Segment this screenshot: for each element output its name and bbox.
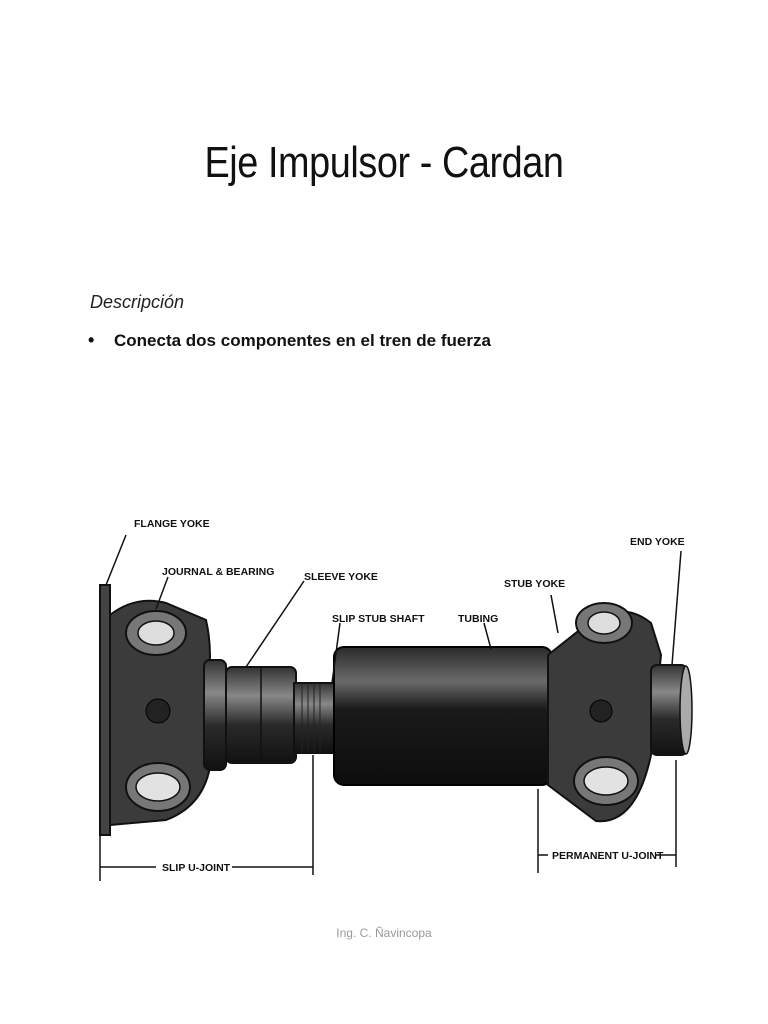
bullet-dot-icon: •: [88, 330, 95, 350]
bullet-item: • Conecta dos componentes en el tren de …: [88, 330, 491, 351]
drive-shaft-diagram: FLANGE YOKE JOURNAL & BEARING SLEEVE YOK…: [99, 518, 693, 881]
permanent-u-joint-body: [547, 602, 663, 823]
label-tubing: TUBING: [458, 613, 498, 625]
label-slip-stub-shaft: SLIP STUB SHAFT: [332, 613, 425, 625]
bullet-text: Conecta dos componentes en el tren de fu…: [114, 330, 491, 350]
slip-u-joint-body: [109, 599, 227, 827]
label-sleeve-yoke: SLEEVE YOKE: [304, 571, 378, 583]
flange-plate: [99, 584, 111, 836]
label-end-yoke: END YOKE: [630, 536, 685, 548]
label-slip-u-joint: SLIP U-JOINT: [162, 862, 231, 874]
slide-title: Eje Impulsor - Cardan: [204, 138, 564, 187]
footer-author: Ing. C. Ñavincopa: [336, 926, 432, 940]
label-journal-bearing: JOURNAL & BEARING: [162, 566, 274, 578]
label-permanent-u-joint: PERMANENT U-JOINT: [552, 850, 664, 862]
label-flange-yoke: FLANGE YOKE: [134, 518, 210, 530]
tubing: [333, 646, 553, 786]
section-label: Descripción: [90, 292, 185, 312]
label-stub-yoke: STUB YOKE: [504, 578, 565, 590]
bullet-list: • Conecta dos componentes en el tren de …: [88, 330, 491, 351]
